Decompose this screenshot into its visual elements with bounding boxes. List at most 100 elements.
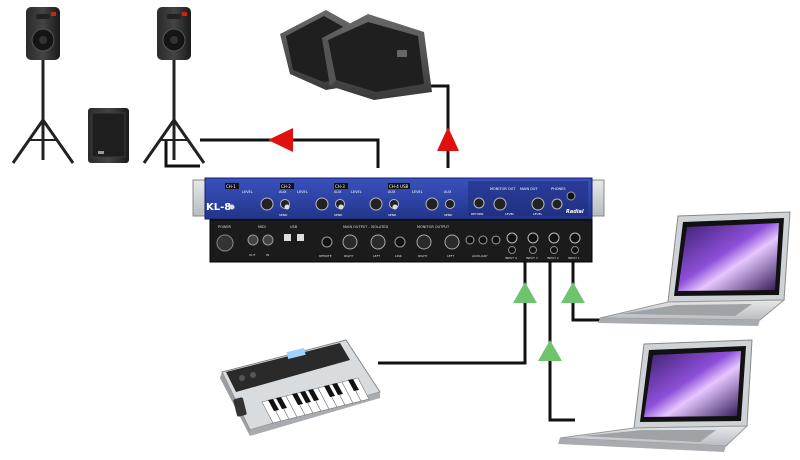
- monitor-out-label: MONITOR OUT: [490, 187, 516, 191]
- aux-label: AUX: [388, 190, 396, 194]
- cable-speakers-feed: [200, 138, 380, 168]
- midi-out-label: OUT: [249, 253, 256, 257]
- cable-speakers: [164, 140, 200, 168]
- aux-return-jack[interactable]: [478, 235, 488, 245]
- remote-jack[interactable]: [321, 236, 333, 248]
- level-label: LEVEL: [351, 190, 362, 194]
- arrow-out-speakers: [268, 128, 293, 152]
- midi-in-label: IN: [266, 253, 269, 257]
- pad-button[interactable]: [338, 204, 344, 210]
- input-1-jack[interactable]: [569, 232, 581, 244]
- channel-4: CH-4 USB LEVEL AUX SEND: [388, 183, 455, 217]
- aux-label: AUX: [334, 190, 342, 194]
- main-level-label: LEVEL: [533, 212, 543, 216]
- arrow-in-laptop-bottom: [538, 340, 562, 361]
- midi-in-port[interactable]: [262, 234, 274, 246]
- pa-speaker-icon: [142, 7, 206, 164]
- pad-button[interactable]: [229, 204, 235, 210]
- power-inlet[interactable]: [216, 234, 234, 252]
- cable-laptop-top: [571, 262, 600, 322]
- arrow-in-laptop-top: [561, 282, 585, 303]
- cable-keyboard: [378, 262, 527, 365]
- gain-knob[interactable]: [260, 197, 274, 211]
- cable-laptop-bottom: [548, 262, 575, 422]
- pa-speaker-left: [11, 7, 75, 164]
- power-label: POWER: [218, 225, 232, 229]
- model-label: KL-8: [206, 202, 231, 213]
- pa-speaker-right: [142, 7, 206, 164]
- monitor-output-right-xlr[interactable]: [416, 234, 432, 250]
- link-label: LINK: [395, 254, 403, 258]
- input-1-label: INPUT 1: [568, 256, 580, 260]
- aux-return-knob[interactable]: [473, 197, 485, 209]
- laptop-top: [598, 211, 791, 326]
- monitor-level-knob[interactable]: [493, 197, 507, 211]
- level-label: LEVEL: [242, 190, 253, 194]
- send-label: SEND: [388, 213, 397, 217]
- input-3-jack[interactable]: [527, 232, 539, 244]
- input-2-jack[interactable]: [548, 232, 560, 244]
- channel-3: CH-3 LEVEL AUX SEND: [334, 183, 399, 217]
- phones-knob[interactable]: [551, 198, 563, 210]
- gain-knob[interactable]: [315, 197, 329, 211]
- channel-label: CH-2: [281, 184, 291, 189]
- channel-strips: CH-1 LEVEL AUX SEND CH-2 LEVEL AUX SEND: [225, 183, 455, 217]
- kl8-front-panel: KL-8 CH-1 LEVEL AUX SEND CH-2 LEVEL AUX: [192, 177, 605, 220]
- gain-knob[interactable]: [425, 197, 439, 211]
- phones-jack[interactable]: [566, 191, 576, 201]
- monitor-right-label: RIGHT: [418, 254, 428, 258]
- laptop-icon: [598, 211, 791, 326]
- brand-label: Radial: [566, 209, 584, 215]
- main-out-label: MAIN OUT: [520, 187, 538, 191]
- pad-button[interactable]: [392, 204, 398, 210]
- input-4-label: INPUT 4: [505, 256, 517, 260]
- cable-monitors: [431, 84, 450, 168]
- input-jacks: INPUT 4 INPUT 3 INPUT 2 INPUT 1: [505, 232, 581, 260]
- auxiliary-label: AUXILIARY: [472, 254, 488, 258]
- master-section: RETURN MONITOR OUT LEVEL MAIN OUT LEVEL …: [468, 181, 588, 216]
- level-label: LEVEL: [297, 190, 308, 194]
- kl8-rear-panel: POWER MIDI OUT IN USB REMOTE MAIN OUTPUT…: [209, 219, 593, 263]
- usb-port-b[interactable]: [297, 234, 304, 241]
- pad-button[interactable]: [284, 204, 290, 210]
- main-right-label: RIGHT: [344, 254, 354, 258]
- aux-label: AUX: [444, 190, 452, 194]
- arrow-out-monitors: [437, 127, 459, 151]
- input-4-jack[interactable]: [506, 232, 518, 244]
- send-label: SEND: [444, 213, 453, 217]
- monitor-output-label: MONITOR OUTPUT: [417, 225, 450, 229]
- midi-label: MIDI: [258, 225, 266, 229]
- midi-out-port[interactable]: [247, 234, 259, 246]
- arrow-in-keyboard: [513, 282, 537, 303]
- aux-send-jack[interactable]: [465, 235, 475, 245]
- main-left-label: LEFT: [373, 254, 380, 258]
- main-output-label: MAIN OUTPUT - ISOLATED: [343, 225, 388, 229]
- link-jack[interactable]: [394, 236, 406, 248]
- stage-monitors: [280, 10, 432, 100]
- main-output-left-xlr[interactable]: [370, 234, 386, 250]
- usb-label: USB: [290, 225, 298, 229]
- aux-knob[interactable]: [445, 199, 455, 209]
- pa-speaker-icon: [11, 7, 75, 164]
- aux-return-label: RETURN: [471, 212, 483, 216]
- midi-keyboard: [220, 339, 381, 436]
- main-output-right-xlr[interactable]: [342, 234, 358, 250]
- monitor-output-left-xlr[interactable]: [444, 234, 460, 250]
- phones-label: PHONES: [551, 187, 566, 191]
- arrows: [268, 127, 585, 361]
- send-label: SEND: [279, 213, 288, 217]
- stage-monitor-icon: [280, 10, 432, 100]
- subwoofer: [88, 108, 129, 163]
- level-label: LEVEL: [412, 190, 423, 194]
- subwoofer-icon: [88, 108, 129, 163]
- channel-label: CH-1: [226, 184, 236, 189]
- aux-jack-3[interactable]: [491, 235, 501, 245]
- usb-port-a[interactable]: [284, 234, 291, 241]
- channel-label: CH-4 USB: [389, 184, 409, 189]
- input-3-label: INPUT 3: [526, 256, 538, 260]
- main-level-knob[interactable]: [531, 197, 545, 211]
- monitor-level-label: LEVEL: [505, 212, 515, 216]
- remote-label: REMOTE: [319, 254, 332, 258]
- gain-knob[interactable]: [369, 197, 383, 211]
